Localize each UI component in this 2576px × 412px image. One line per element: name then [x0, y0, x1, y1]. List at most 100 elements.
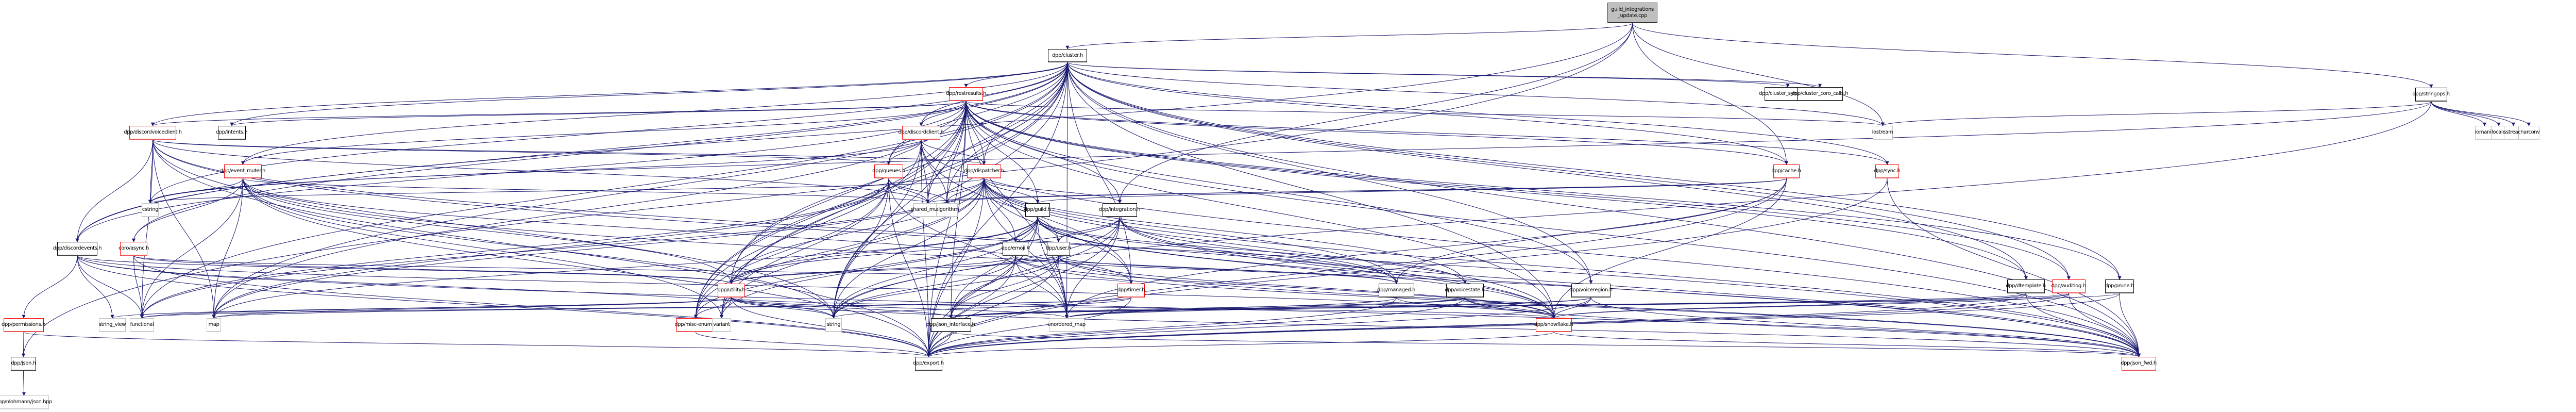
node-string: string — [825, 318, 842, 332]
node-queues[interactable]: dpp/queues.h — [872, 164, 905, 178]
node-integration[interactable]: dpp/integration.h — [1099, 203, 1140, 217]
edge-dispatcher-to-user — [984, 178, 1060, 242]
edge-async-to-utility — [133, 255, 733, 284]
edge-discordevents-to-snowflake — [77, 255, 1556, 319]
edge-dispatcher-to-snowflake — [984, 178, 1556, 319]
edge-dispatcher-to-guild — [984, 178, 1040, 204]
edge-cluster-to-auditlog — [1067, 62, 2071, 280]
edge-user-to-string — [832, 255, 1059, 319]
node-guild[interactable]: dpp/guild.h — [1024, 203, 1051, 217]
node-restresults[interactable]: dpp/restresults.h — [946, 87, 986, 101]
node-stringops[interactable]: dpp/stringops.h — [2412, 88, 2450, 102]
node-emoji[interactable]: dpp/emoji.h — [1001, 242, 1030, 256]
node-discordvoiceclient[interactable]: dpp/discordvoiceclient.h — [124, 126, 182, 140]
node-dtemplate[interactable]: dpp/dtemplate.h — [2006, 279, 2046, 293]
node-json-interface[interactable]: dpp/json_interface.h — [927, 318, 975, 332]
node-permissions[interactable]: dpp/permissions.h — [2, 318, 45, 332]
edge-queues-to-functional — [140, 178, 889, 319]
edge-voiceregion-to-export — [927, 297, 1591, 357]
node-user[interactable]: dpp/user.h — [1046, 242, 1071, 256]
edge-voicestate-to-json-interface — [949, 297, 1465, 319]
edge-cluster-to-string — [832, 62, 1068, 319]
edge-restresults-to-json-interface — [949, 101, 967, 319]
edge-cluster-to-map — [212, 62, 1068, 319]
edge-restresults-to-guild — [965, 101, 1040, 204]
edge-integration-to-string — [832, 217, 1120, 319]
edge-emoji-to-json-interface — [949, 255, 1016, 319]
edge-dispatcher-to-string — [832, 178, 985, 319]
edge-discordvoiceclient-to-discordevents — [75, 139, 153, 242]
edge-utility-to-misc-enum — [694, 297, 732, 319]
edge-user-to-json-fwd — [1058, 255, 2141, 357]
edge-managed-to-export — [927, 297, 1397, 357]
edge-sync-to-json-fwd — [1887, 178, 2141, 357]
edge-discordclient-to-cstring — [148, 139, 922, 204]
edge-restresults-to-dispatcher — [965, 101, 986, 165]
node-algorithm: algorithm — [936, 203, 959, 217]
node-functional: functional — [130, 318, 154, 332]
edge-restresults-to-json-fwd — [965, 101, 2141, 357]
node-misc-enum[interactable]: dpp/misc-enum.h — [674, 318, 717, 332]
edge-dispatcher-to-cstring — [148, 178, 985, 204]
edge-integration-to-user — [1057, 217, 1120, 242]
edge-queues-to-map — [212, 178, 889, 319]
edge-dispatcher-to-map — [212, 178, 985, 319]
edge-user-to-managed — [1058, 255, 1398, 284]
edge-restresults-to-auditlog — [965, 101, 2071, 280]
node-json-fwd[interactable]: dpp/json_fwd.h — [2121, 357, 2157, 371]
node-managed[interactable]: dpp/managed.h — [1377, 284, 1415, 298]
edge-cluster-to-cluster-coro-calls — [1067, 62, 1822, 88]
node-cluster-coro-calls[interactable]: dpp/cluster_coro_calls.h — [1791, 87, 1849, 101]
node-unordered-map: unordered_map — [1047, 318, 1086, 332]
node-utility[interactable]: dpp/utility.h — [718, 284, 745, 298]
edge-utility-to-map — [212, 297, 732, 319]
node-async[interactable]: coro/async.h — [118, 242, 149, 256]
node-intents[interactable]: dpp/intents.h — [216, 126, 248, 140]
node-cluster[interactable]: dpp/cluster.h — [1048, 49, 1087, 62]
node-auditlog[interactable]: dpp/auditlog.h — [2051, 279, 2086, 293]
edge-cluster-to-intents — [230, 62, 1068, 126]
edge-cache-to-guild — [1036, 178, 1787, 204]
edge-restresults-to-snowflake — [965, 101, 1556, 319]
edge-root-to-cache — [1632, 23, 1788, 165]
node-voiceregion[interactable]: dpp/voiceregion.h — [1569, 284, 1613, 298]
edge-event-router-to-shared-mutex — [243, 178, 930, 204]
edge-queues-to-export — [888, 178, 930, 357]
edge-auditlog-to-json-fwd — [2069, 293, 2141, 357]
edge-integration-to-utility — [730, 217, 1120, 284]
node-event-router[interactable]: dpp/event_router.h — [220, 164, 265, 178]
node-discordclient[interactable]: dpp/discordclient.h — [898, 126, 944, 140]
edge-discordvoiceclient-to-dispatcher — [152, 139, 986, 165]
edge-discordevents-to-string-view — [77, 255, 114, 319]
node-json[interactable]: dpp/json.h — [11, 357, 36, 371]
edge-event-router-to-async — [132, 178, 243, 242]
edge-cache-to-export — [927, 178, 1787, 357]
edge-discordvoiceclient-to-snowflake — [152, 139, 1556, 319]
edge-stringops-to-iomanip — [2431, 101, 2486, 126]
edge-utility-to-snowflake — [731, 297, 1555, 319]
edge-cluster-to-prune — [1067, 62, 2122, 280]
node-discordevents[interactable]: dpp/discordevents.h — [53, 242, 102, 256]
node-sync[interactable]: dpp/sync.h — [1874, 164, 1901, 178]
edge-root-to-discordevents — [75, 23, 1633, 242]
edge-voiceregion-to-json-fwd — [1590, 297, 2141, 357]
node-snowflake[interactable]: dpp/snowflake.h — [1534, 318, 1573, 332]
edge-queues-to-shared-mutex — [888, 178, 930, 204]
edge-cluster-to-timer — [1067, 62, 1133, 284]
node-timer[interactable]: dpp/timer.h — [1117, 284, 1145, 298]
node-voicestate[interactable]: dpp/voicestate.h — [1445, 284, 1485, 298]
edge-utility-to-variant — [720, 297, 732, 319]
edge-guild-to-map — [212, 217, 1038, 319]
node-export[interactable]: dpp/export.h — [913, 357, 944, 371]
edge-event-router-to-map — [212, 178, 243, 319]
edge-snowflake-to-export — [927, 332, 1554, 357]
edge-event-router-to-functional — [140, 178, 243, 319]
edge-discordclient-to-dispatcher — [921, 139, 986, 165]
node-dispatcher[interactable]: dpp/dispatcher.h — [964, 164, 1004, 178]
node-cache[interactable]: dpp/cache.h — [1771, 164, 1801, 178]
node-prune[interactable]: dpp/prune.h — [2105, 279, 2134, 293]
edge-discordvoiceclient-to-export — [152, 139, 930, 357]
edge-discordclient-to-queues — [887, 139, 922, 165]
node-root[interactable]: guild_integrations _update.cpp — [1607, 3, 1657, 23]
edge-utility-to-string — [731, 297, 836, 319]
